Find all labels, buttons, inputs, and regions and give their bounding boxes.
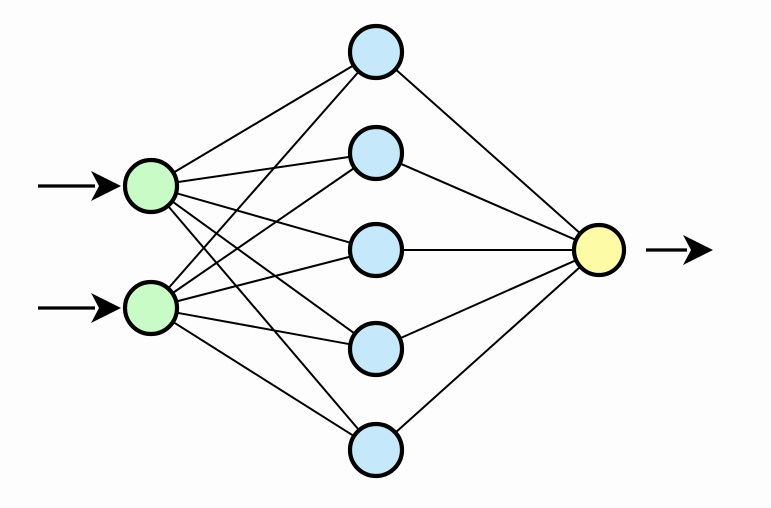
node-i2[interactable] xyxy=(122,279,180,337)
edge-i1-h4 xyxy=(169,199,358,336)
output-arrow-1-head xyxy=(683,235,713,265)
edge-i2-h2 xyxy=(170,165,357,296)
hidden-node-circle-4[interactable] xyxy=(347,320,405,378)
input-node-circle-2[interactable] xyxy=(122,279,180,337)
input-arrow-2-head xyxy=(91,293,121,323)
edge-i1-h2 xyxy=(174,155,353,184)
edge-i1-h5 xyxy=(165,203,362,433)
hidden-node-circle-1[interactable] xyxy=(347,23,405,81)
edge-h4-o1 xyxy=(397,258,579,341)
nodes-group xyxy=(122,23,627,479)
node-h5[interactable] xyxy=(347,421,405,479)
node-o1[interactable] xyxy=(571,222,627,278)
edge-i1-h3 xyxy=(173,191,354,245)
edge-h2-o1 xyxy=(397,161,579,242)
node-i1[interactable] xyxy=(122,157,180,215)
edge-i2-h1 xyxy=(166,69,361,291)
edge-i2-h3 xyxy=(173,255,354,303)
edge-h1-o1 xyxy=(393,67,583,236)
edge-i2-h5 xyxy=(170,319,357,439)
input-arrow-1 xyxy=(38,171,121,201)
input-node-circle-1[interactable] xyxy=(122,157,180,215)
edge-i1-h1 xyxy=(171,63,356,175)
node-h3[interactable] xyxy=(347,221,405,279)
node-h1[interactable] xyxy=(347,23,405,81)
node-h4[interactable] xyxy=(347,320,405,378)
node-h2[interactable] xyxy=(347,124,405,182)
edge-i2-h4 xyxy=(174,311,353,346)
hidden-node-circle-5[interactable] xyxy=(347,421,405,479)
edge-h5-o1 xyxy=(393,264,583,435)
hidden-node-circle-2[interactable] xyxy=(347,124,405,182)
input-arrow-1-head xyxy=(91,171,121,201)
output-arrow-1 xyxy=(646,235,713,265)
input-arrow-2 xyxy=(38,293,121,323)
hidden-node-circle-3[interactable] xyxy=(347,221,405,279)
output-node-circle-1[interactable] xyxy=(571,222,627,278)
arrows-group xyxy=(38,171,713,323)
edges-group xyxy=(165,63,583,439)
